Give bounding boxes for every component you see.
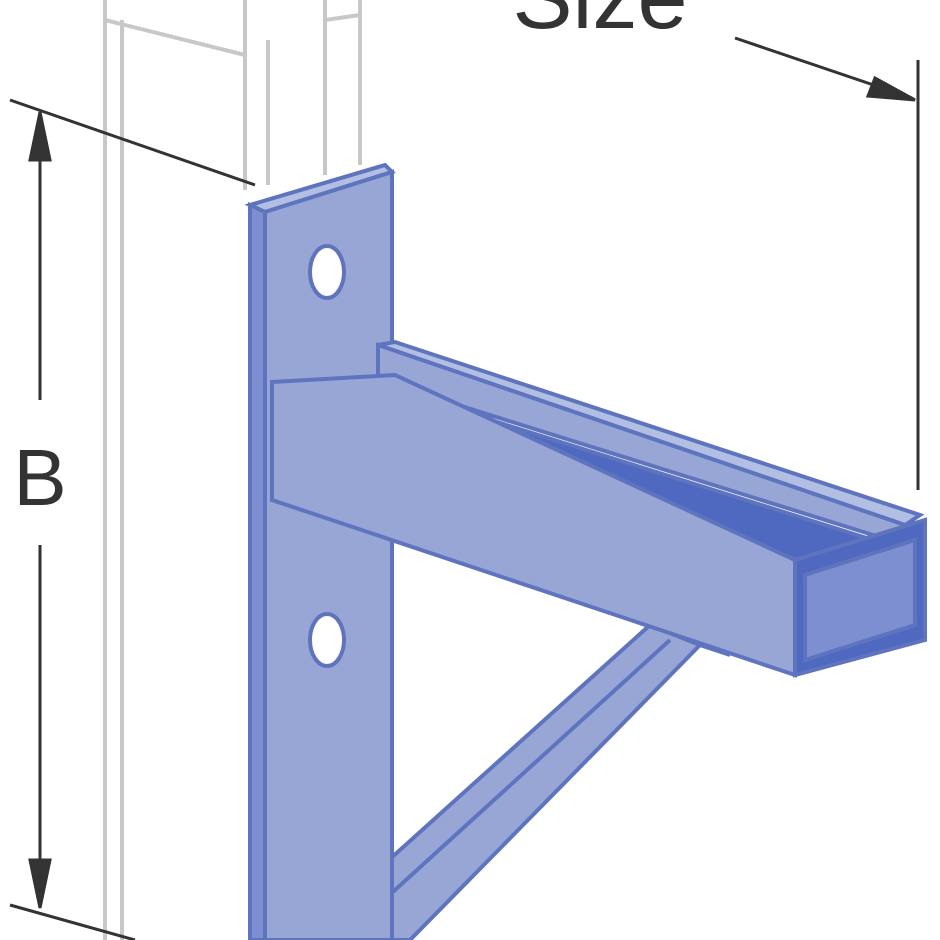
wall-outline xyxy=(103,0,362,940)
channel-arm xyxy=(270,339,927,678)
dimension-b xyxy=(9,98,256,940)
vertical-plate xyxy=(244,162,396,940)
mounting-hole-bottom xyxy=(308,612,346,668)
dimension-size xyxy=(734,36,920,490)
dimension-label-size: Size xyxy=(512,0,687,48)
dimension-label-b: B xyxy=(13,433,66,522)
mounting-hole-top xyxy=(308,244,346,300)
